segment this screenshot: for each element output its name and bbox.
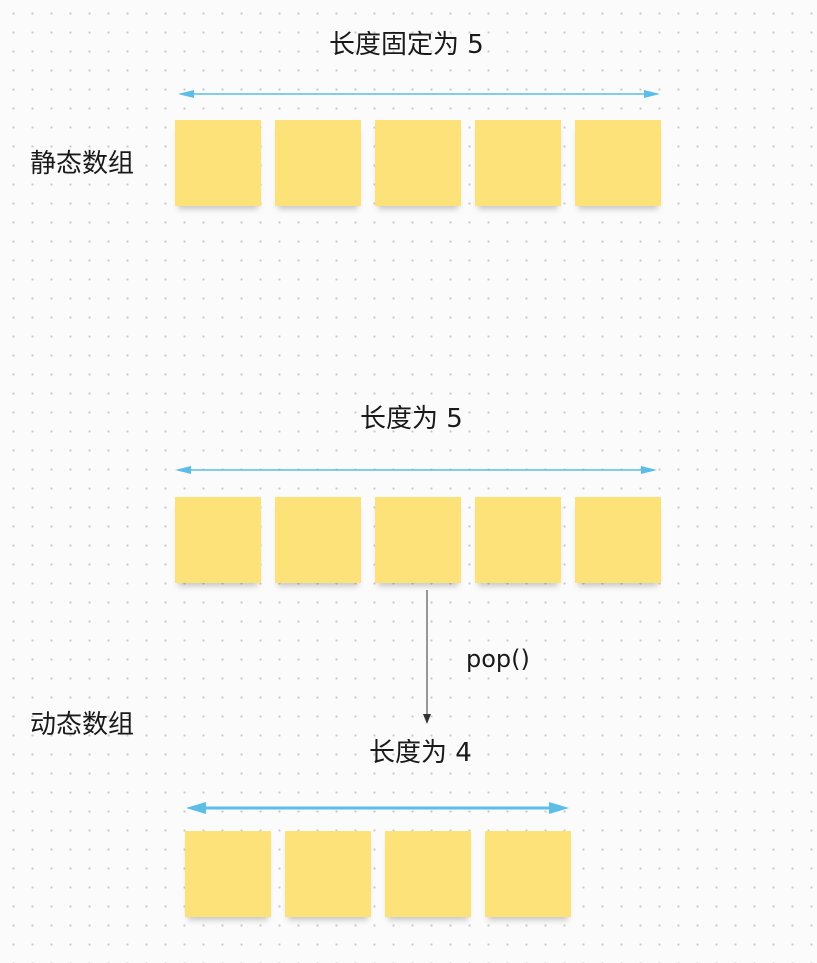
- static-array-cell-5: [575, 120, 661, 206]
- dynamic-before-cell-4: [475, 497, 561, 583]
- static-array-cell-1: [175, 120, 261, 206]
- dynamic-before-cell-1: [175, 497, 261, 583]
- dynamic-before-cell-3: [375, 497, 461, 583]
- dynamic-before-length-arrow: [175, 466, 657, 474]
- static-array-label: 静态数组: [30, 149, 135, 179]
- dynamic-before-cell-5: [575, 497, 661, 583]
- static-length-label: 长度固定为 5: [329, 30, 484, 60]
- static-array-cell-3: [375, 120, 461, 206]
- static-length-arrow: [178, 90, 660, 98]
- dynamic-before-cell-2: [275, 497, 361, 583]
- static-array-cell-4: [475, 120, 561, 206]
- dynamic-after-row: [185, 831, 571, 917]
- dynamic-after-cell-1: [185, 831, 271, 917]
- pop-label: pop(): [466, 645, 530, 673]
- dynamic-after-cell-4: [485, 831, 571, 917]
- dynamic-after-length-arrow: [186, 802, 569, 814]
- dynamic-before-length-label: 长度为 5: [360, 404, 463, 434]
- dynamic-array-label: 动态数组: [30, 710, 135, 740]
- dynamic-after-cell-3: [385, 831, 471, 917]
- dynamic-before-row: [175, 497, 661, 583]
- pop-arrow: [423, 590, 431, 724]
- static-array-cell-2: [275, 120, 361, 206]
- dynamic-after-length-label: 长度为 4: [369, 738, 472, 768]
- dynamic-after-cell-2: [285, 831, 371, 917]
- static-array-row: [175, 120, 661, 206]
